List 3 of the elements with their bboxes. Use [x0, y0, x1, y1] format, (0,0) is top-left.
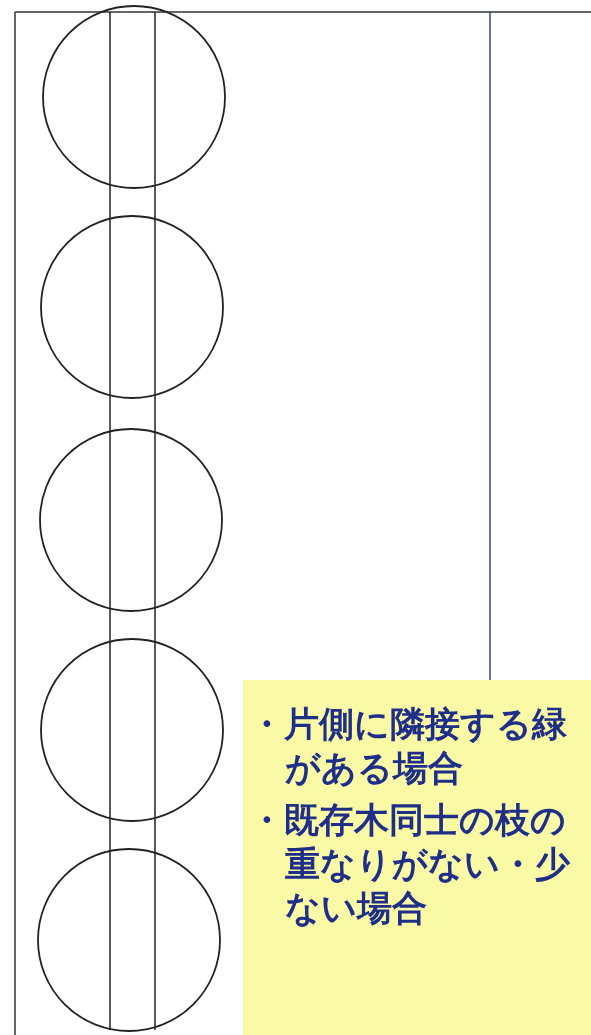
- note-text: ・既存木同士の枝の重なりがない・少ない場合: [249, 799, 571, 930]
- note-text: ・片側に隣接する緑がある場合: [249, 703, 568, 790]
- note-box: [243, 680, 591, 1035]
